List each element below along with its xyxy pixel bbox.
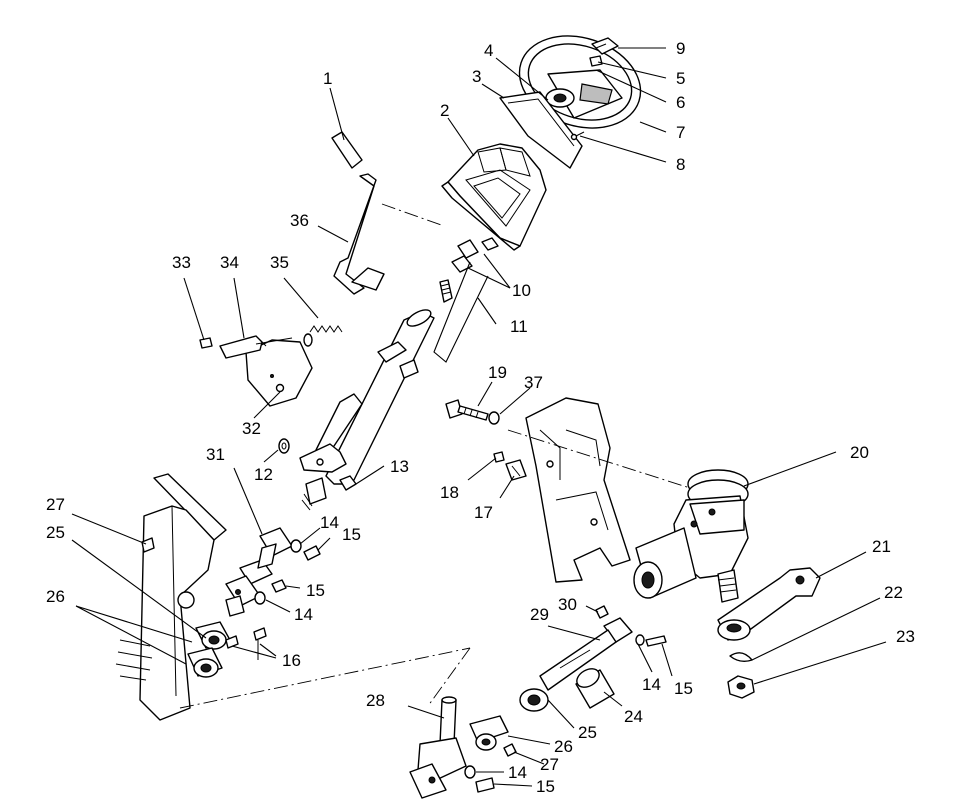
- centerline: [381, 203, 445, 227]
- callout-10: 10: [512, 281, 531, 300]
- callout-1: 1: [323, 69, 332, 88]
- callout-36: 36: [290, 211, 309, 230]
- leader-lines: [71, 47, 887, 787]
- callout-14b: 14: [294, 605, 313, 624]
- callout-26b: 26: [554, 737, 573, 756]
- callout-13: 13: [390, 457, 409, 476]
- callout-7: 7: [676, 123, 685, 142]
- steering-gearbox: [633, 469, 749, 603]
- callout-2: 2: [440, 101, 449, 120]
- callout-35: 35: [270, 253, 289, 272]
- callout-19: 19: [488, 363, 507, 382]
- callout-12: 12: [254, 465, 273, 484]
- lower-shaft: [519, 617, 633, 712]
- callout-14c: 14: [642, 675, 661, 694]
- callout-22: 22: [884, 583, 903, 602]
- callout-16: 16: [282, 651, 301, 670]
- callout-30: 30: [558, 595, 577, 614]
- frame: [115, 473, 471, 721]
- bolt: [199, 337, 213, 349]
- callouts: 1 2 3 4 5 6 7 8 9 10 11 12 13 14 15 15 1…: [46, 39, 915, 796]
- callout-14a: 14: [320, 513, 339, 532]
- callout-34: 34: [220, 253, 239, 272]
- mounting-plate: [219, 335, 313, 407]
- callout-20: 20: [850, 443, 869, 462]
- callout-18: 18: [440, 483, 459, 502]
- callout-15b: 15: [306, 581, 325, 600]
- callout-5: 5: [676, 69, 685, 88]
- callout-29: 29: [530, 605, 549, 624]
- nut: [727, 675, 755, 699]
- callout-25a: 25: [46, 523, 65, 542]
- callout-31: 31: [206, 445, 225, 464]
- callout-37: 37: [524, 373, 543, 392]
- callout-6: 6: [676, 93, 685, 112]
- washer: [464, 765, 476, 779]
- pitman-arm: [717, 567, 821, 641]
- nut: [503, 743, 517, 757]
- callout-21: 21: [872, 537, 891, 556]
- callout-15a: 15: [342, 525, 361, 544]
- callout-8: 8: [676, 155, 685, 174]
- bolt: [645, 635, 667, 647]
- spring: [303, 325, 343, 347]
- snap-ring: [729, 652, 753, 663]
- callout-15c: 15: [674, 679, 693, 698]
- mounting-bracket: [507, 397, 691, 583]
- nut: [595, 605, 609, 619]
- callout-33: 33: [172, 253, 191, 272]
- callout-15d: 15: [536, 777, 555, 796]
- bearing-flange: [187, 621, 231, 678]
- steering-column: [299, 279, 453, 511]
- bushings: [451, 237, 499, 273]
- callout-26a: 26: [46, 587, 65, 606]
- washer: [254, 539, 302, 605]
- bolt: [225, 627, 267, 660]
- callout-17: 17: [474, 503, 493, 522]
- cover-plate: [499, 91, 583, 169]
- callout-23: 23: [896, 627, 915, 646]
- washer: [635, 634, 645, 646]
- bolt: [475, 777, 495, 793]
- nut: [493, 451, 505, 463]
- callout-24: 24: [624, 707, 643, 726]
- callout-3: 3: [472, 67, 481, 86]
- coupler: [575, 668, 615, 709]
- callout-9: 9: [676, 39, 685, 58]
- callout-27b: 27: [540, 755, 559, 774]
- callout-11: 11: [510, 317, 528, 336]
- screw: [570, 131, 585, 141]
- wheel-nut: [589, 55, 603, 67]
- callout-25b: 25: [578, 723, 597, 742]
- bearing-flange: [469, 715, 509, 751]
- callout-27a: 27: [46, 495, 65, 514]
- tilt-lever: [331, 131, 385, 295]
- callout-28: 28: [366, 691, 385, 710]
- callout-14d: 14: [508, 763, 527, 782]
- nut: [141, 537, 155, 553]
- washer: [278, 438, 290, 454]
- callout-32: 32: [242, 419, 261, 438]
- horn-cap: [591, 37, 619, 55]
- clip: [505, 459, 527, 481]
- steering-shroud: [441, 143, 547, 251]
- lower-universal-joint: [409, 696, 467, 799]
- bolt: [445, 399, 500, 425]
- bolt: [271, 545, 321, 593]
- callout-4: 4: [484, 41, 493, 60]
